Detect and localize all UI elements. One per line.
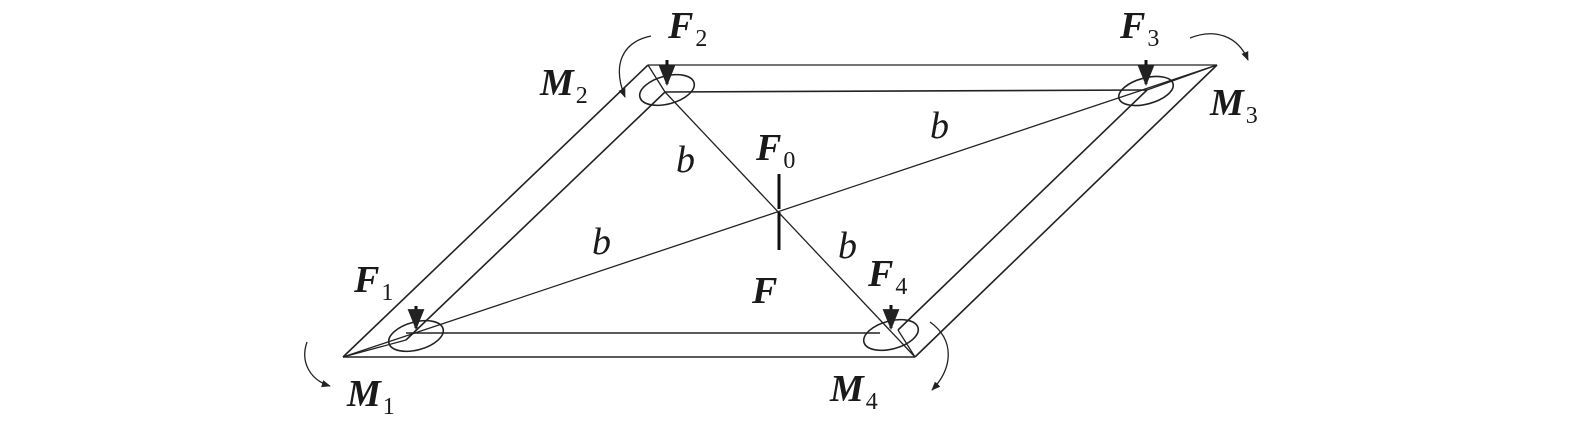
label-f1: F1: [353, 259, 393, 306]
label-m3: M3: [1209, 82, 1258, 129]
supports: [387, 73, 1175, 353]
label-m1: M1: [346, 373, 395, 420]
label-f4: F4: [867, 253, 907, 300]
label-b-lower-right: b: [838, 225, 857, 267]
diagonal-m1-m3: [342, 64, 1218, 358]
label-f0: F0: [755, 127, 795, 174]
moment-arrow-m2: [618, 35, 652, 98]
plate-edge-left-inner: [405, 91, 666, 341]
label-m2: M2: [539, 62, 588, 109]
label-m4: M4: [829, 368, 878, 415]
moment-arrows: [304, 33, 1249, 391]
plate-edge-right-outer: [914, 64, 1218, 358]
moment-arrow-m4: [929, 321, 949, 391]
moment-arrow-m1: [304, 341, 331, 388]
label-f3: F3: [1119, 5, 1159, 52]
force-arrows: [407, 60, 1155, 331]
diagonals: [342, 64, 1218, 358]
label-f: F: [751, 270, 777, 312]
plate-edge-right-inner: [897, 89, 1148, 331]
plate-edge-top-inner: [664, 89, 1148, 93]
labels: F2 F3 M2 M3 F0 F F1 F4 M1 M4 b b b b: [346, 5, 1258, 420]
label-f2: F2: [667, 5, 707, 52]
diagonal-m2-m4: [664, 91, 916, 358]
plate-edge-left-outer: [342, 64, 649, 358]
moment-arrow-m3: [1189, 33, 1249, 61]
label-b-upper-right: b: [930, 105, 949, 147]
label-b-lower-left: b: [592, 221, 611, 263]
label-b-upper-left: b: [676, 139, 695, 181]
